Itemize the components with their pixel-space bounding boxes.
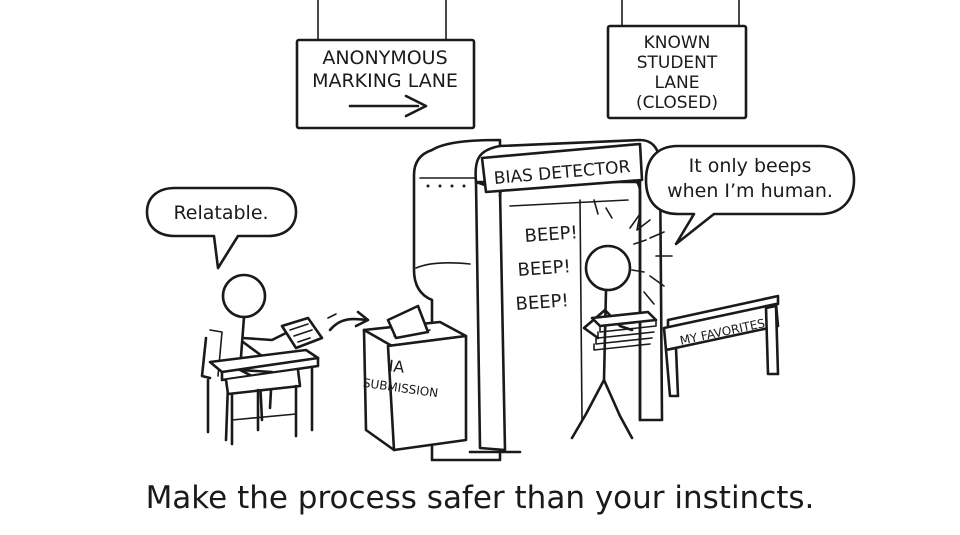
paper-stack-icon — [590, 310, 658, 351]
bubble-left-text: Relatable. — [173, 202, 268, 224]
known-sign-line2: STUDENT — [637, 53, 718, 73]
stick-figure-walking — [570, 199, 673, 440]
anonymous-sign-line2: MARKING LANE — [312, 70, 458, 92]
alarm-burst-icon — [593, 199, 673, 305]
speech-bubble-left: Relatable. — [145, 186, 298, 270]
known-sign-line1: KNOWN — [644, 33, 711, 53]
speech-bubble-right: It only beeps when I’m human. — [644, 144, 856, 246]
anonymous-lane-sign: ANONYMOUS MARKING LANE — [295, 0, 476, 130]
beep-text-3: BEEP! — [515, 290, 570, 315]
caption: Make the process safer than your instinc… — [146, 480, 815, 516]
beep-text-2: BEEP! — [517, 256, 572, 281]
known-student-lane-sign: KNOWN STUDENT LANE (CLOSED) — [606, 0, 748, 120]
right-arrow-icon — [348, 94, 428, 118]
box-label-line1: IA — [388, 356, 406, 377]
bubble-right-line1: It only beeps — [689, 155, 812, 177]
known-sign-line4: (CLOSED) — [636, 93, 718, 113]
stick-figure-at-desk — [200, 273, 324, 446]
my-favorites-rail: MY FAVORITES — [662, 294, 780, 398]
beep-text-1: BEEP! — [524, 222, 579, 247]
bubble-right-line2: when I’m human. — [667, 180, 833, 202]
paper-icon — [280, 316, 324, 350]
known-sign-line3: LANE — [655, 73, 700, 93]
beep-text-group: BEEP! BEEP! BEEP! — [515, 222, 579, 315]
ia-submission-box: IA SUBMISSION — [362, 304, 468, 452]
anonymous-sign-line1: ANONYMOUS — [322, 47, 447, 69]
motion-arrow-icon — [327, 310, 370, 332]
